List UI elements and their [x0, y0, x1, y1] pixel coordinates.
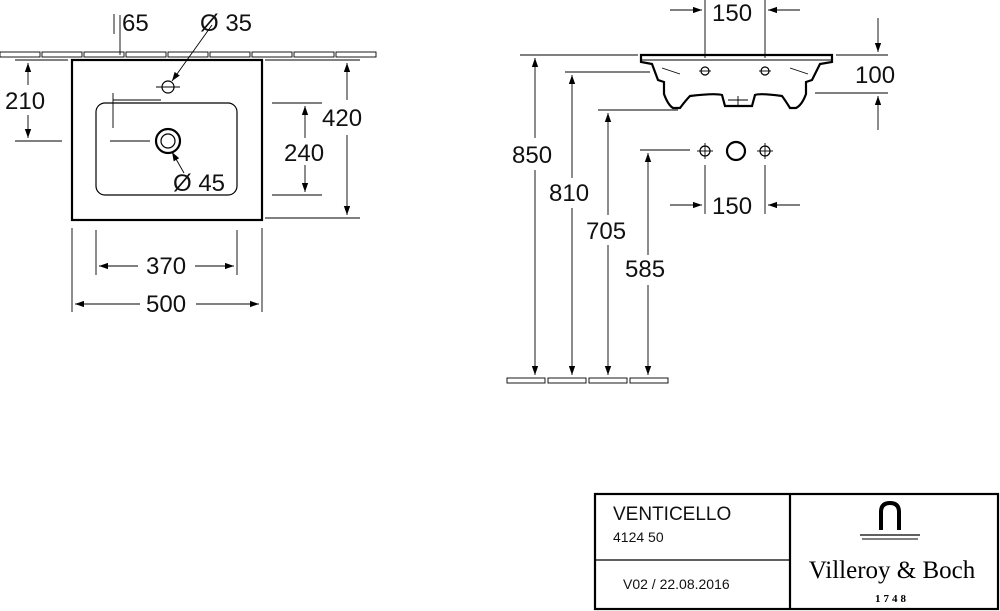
dim-240: 240 [284, 140, 324, 167]
dim-65: 65 [122, 10, 149, 37]
brand-faucet-icon [860, 500, 920, 540]
dim-585: 585 [625, 256, 665, 283]
front-view: 150 100 850 810 705 585 [506, 0, 895, 384]
dim-210: 210 [5, 88, 45, 115]
basin-profile [639, 53, 834, 110]
dim-100: 100 [855, 62, 895, 89]
dim-810: 810 [549, 180, 589, 207]
dim-370: 370 [146, 253, 186, 280]
dim-150-bottom: 150 [712, 193, 752, 220]
top-view: 65 Ø 35 210 420 240 Ø 45 370 [0, 10, 377, 318]
dim-420: 420 [322, 105, 362, 132]
dim-500: 500 [146, 291, 186, 318]
dim-850: 850 [512, 142, 552, 169]
brand-name: Villeroy & Boch [809, 557, 976, 584]
product-name: VENTICELLO [613, 504, 731, 525]
dim-hole-35: Ø 35 [200, 10, 252, 37]
dim-drain-45: Ø 45 [173, 170, 225, 197]
drain-inner [160, 133, 176, 149]
brand-year: 1748 [875, 593, 909, 605]
basin-outline [70, 58, 264, 222]
product-code: 4124 50 [613, 529, 664, 545]
connection-points [697, 140, 773, 162]
dim-705: 705 [586, 218, 626, 245]
floor-line [506, 377, 669, 384]
version-date: V02 / 22.08.2016 [623, 576, 730, 592]
drain-outer [154, 127, 182, 155]
dim-150-top: 150 [712, 0, 752, 27]
title-block: VENTICELLO 4124 50 V02 / 22.08.2016 Vill… [593, 492, 1000, 611]
bowl-outline [95, 102, 238, 196]
wall-line [0, 51, 377, 58]
